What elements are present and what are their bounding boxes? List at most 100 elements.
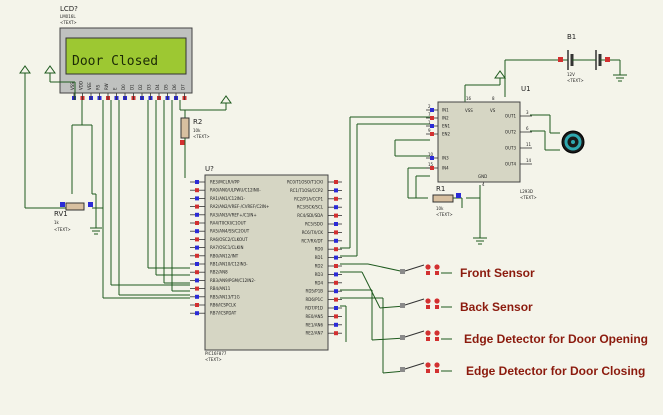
pic-right-pin-label: RD4 [315,280,324,285]
sensor-terminal [426,305,430,309]
driver-pin-number: 7 [428,112,431,117]
pic-right-pin-marker [334,289,338,294]
driver-left-pin-marker [430,116,434,120]
pic-right-pin-label: RD6/P1C [305,297,323,302]
potentiometer-rv1[interactable]: RV1 1k <TEXT> [54,202,93,232]
driver-pin-number: 11 [526,142,532,147]
pic-right-pin-label: RD3 [315,272,324,277]
driver-top-pin-label: VS [490,108,496,113]
pic-right-pin-label: RC2/P1A/CCP1 [294,196,323,201]
driver-pin-number: 9 [428,128,431,133]
pic-right-pin-label: RE1/AN6 [306,322,324,327]
pic-ref: U? [205,165,214,173]
pic-left-pin-label: RB2/AN8 [210,270,228,275]
driver-left-pin-marker [430,132,434,136]
driver-right-pin-label: OUT1 [505,114,517,119]
battery-ref: B1 [567,33,576,41]
sensor-terminal [426,337,430,341]
driver-left-pin-marker [430,108,434,112]
sensor-lever [404,264,425,272]
sensor-switch[interactable] [400,298,452,309]
pic-left-pin-label: RA2/AN2/VREF-/CVREF/C2IN+ [210,204,269,209]
lcd-pin-label: D0 [121,84,126,90]
r2-value: 10k [193,128,201,133]
sensor-terminal [426,369,430,373]
battery-b1[interactable]: B1 12V <TEXT> [558,33,620,83]
driver-pin-number: 4 [482,182,485,187]
lcd-display-text: Door Closed [72,54,158,69]
pic-right-pin-label: RD1 [315,255,324,260]
driver-left-pin-label: IN2 [442,116,449,121]
resistor-r1[interactable]: R1 10k <TEXT> [432,185,461,217]
sensor-label: Front Sensor [460,266,535,280]
resistor-r2[interactable]: R2 10k <TEXT> [180,117,210,178]
driver-left-pin-marker [430,166,434,170]
r1-pin [456,193,461,198]
sensor-terminal [400,335,405,340]
driver-text: <TEXT> [520,195,537,200]
pic-right-pin-label: RC4/SDI/SDA [297,213,323,218]
sensor-label: Back Sensor [460,300,533,314]
power-arrow-lcd [44,65,56,82]
pic-left-pin-label: RA3/AN3/VREF+/C1IN+ [210,212,257,217]
driver-pin-number: 1 [428,120,431,125]
sensor-terminal [426,271,430,275]
driver-pin-number: 3 [526,110,529,115]
lcd-pin-label: D2 [138,84,143,90]
sensor-label: Edge Detector for Door Closing [466,364,645,378]
pic-right-pin-marker [334,205,338,210]
lcd-pin-label: VDD [79,81,84,90]
driver-left-pin-marker [430,156,434,160]
sensor-contact [434,362,440,368]
power-arrow-left [19,65,31,208]
pic-right-pin-marker [334,188,338,193]
pic-left-pin-label: RB3/AN9/PGM/C12IN2- [210,278,256,283]
pic-driver-wiring [340,116,430,257]
sensor-terminal [400,303,405,308]
pic-left-pin-label: RB7/ICSPDAT [210,311,237,316]
lcd-pin-label: RW [104,83,109,90]
pic-left-pin-label: RB0/AN12/INT [210,253,239,258]
sensor-contact [425,362,431,368]
pot-pin [60,202,65,207]
pic-right-pin-marker [334,331,338,336]
sensor-terminal [435,337,439,341]
power-arrow-r2 [220,95,232,110]
pic-left-pin-marker [195,180,199,184]
sensor-contact [425,330,431,336]
motor-driver-u1[interactable]: U1 IN1IN2EN1EN2IN3IN4OUT1OUT2OUT3OUT4VSS… [426,85,537,200]
pot-text: <TEXT> [54,227,71,232]
pic-right-pin-marker [334,306,338,310]
pic-left-pin-label: RA6/OSC2/CLKOUT [210,237,248,242]
dc-motor[interactable] [561,130,585,154]
driver-left-pin-label: EN1 [442,124,451,129]
sensor-switch[interactable] [400,330,452,341]
pic-left-pin-marker [195,229,199,234]
pic-left-pin-marker [195,311,199,316]
pic-right-pin-label: RD0 [315,247,324,252]
sensor-terminal [435,271,439,275]
driver-left-pin-marker [430,124,434,128]
driver-left-pin-label: IN3 [442,156,449,161]
pic-body [204,174,329,351]
ground-symbol-driver [473,237,487,245]
pic-right-pin-label: RC1/T1OSI/CCP2 [290,188,323,193]
sensor-terminal [400,269,405,274]
sensor-switch[interactable] [400,264,452,275]
pot-ref: RV1 [54,210,68,218]
driver-left-pin-label: IN4 [442,166,449,171]
pic-right-pin-marker [334,314,338,319]
battery-value: 12V [567,72,575,77]
driver-pin-number: 2 [428,104,431,109]
sensor-switch[interactable] [400,362,452,373]
sensor-lever [404,330,425,338]
pic-microcontroller[interactable]: U? RE3/MCLR/VPPRA0/AN0/ULPWU/C12IN0-RA1/… [190,165,342,362]
driver-pin-number: 14 [526,158,532,163]
sensor-terminal [400,367,405,372]
sensor-wiring [340,263,406,374]
pic-right-pin-marker [334,255,338,260]
pic-left-pin-label: RA7/OSC1/CLKIN [210,245,243,250]
